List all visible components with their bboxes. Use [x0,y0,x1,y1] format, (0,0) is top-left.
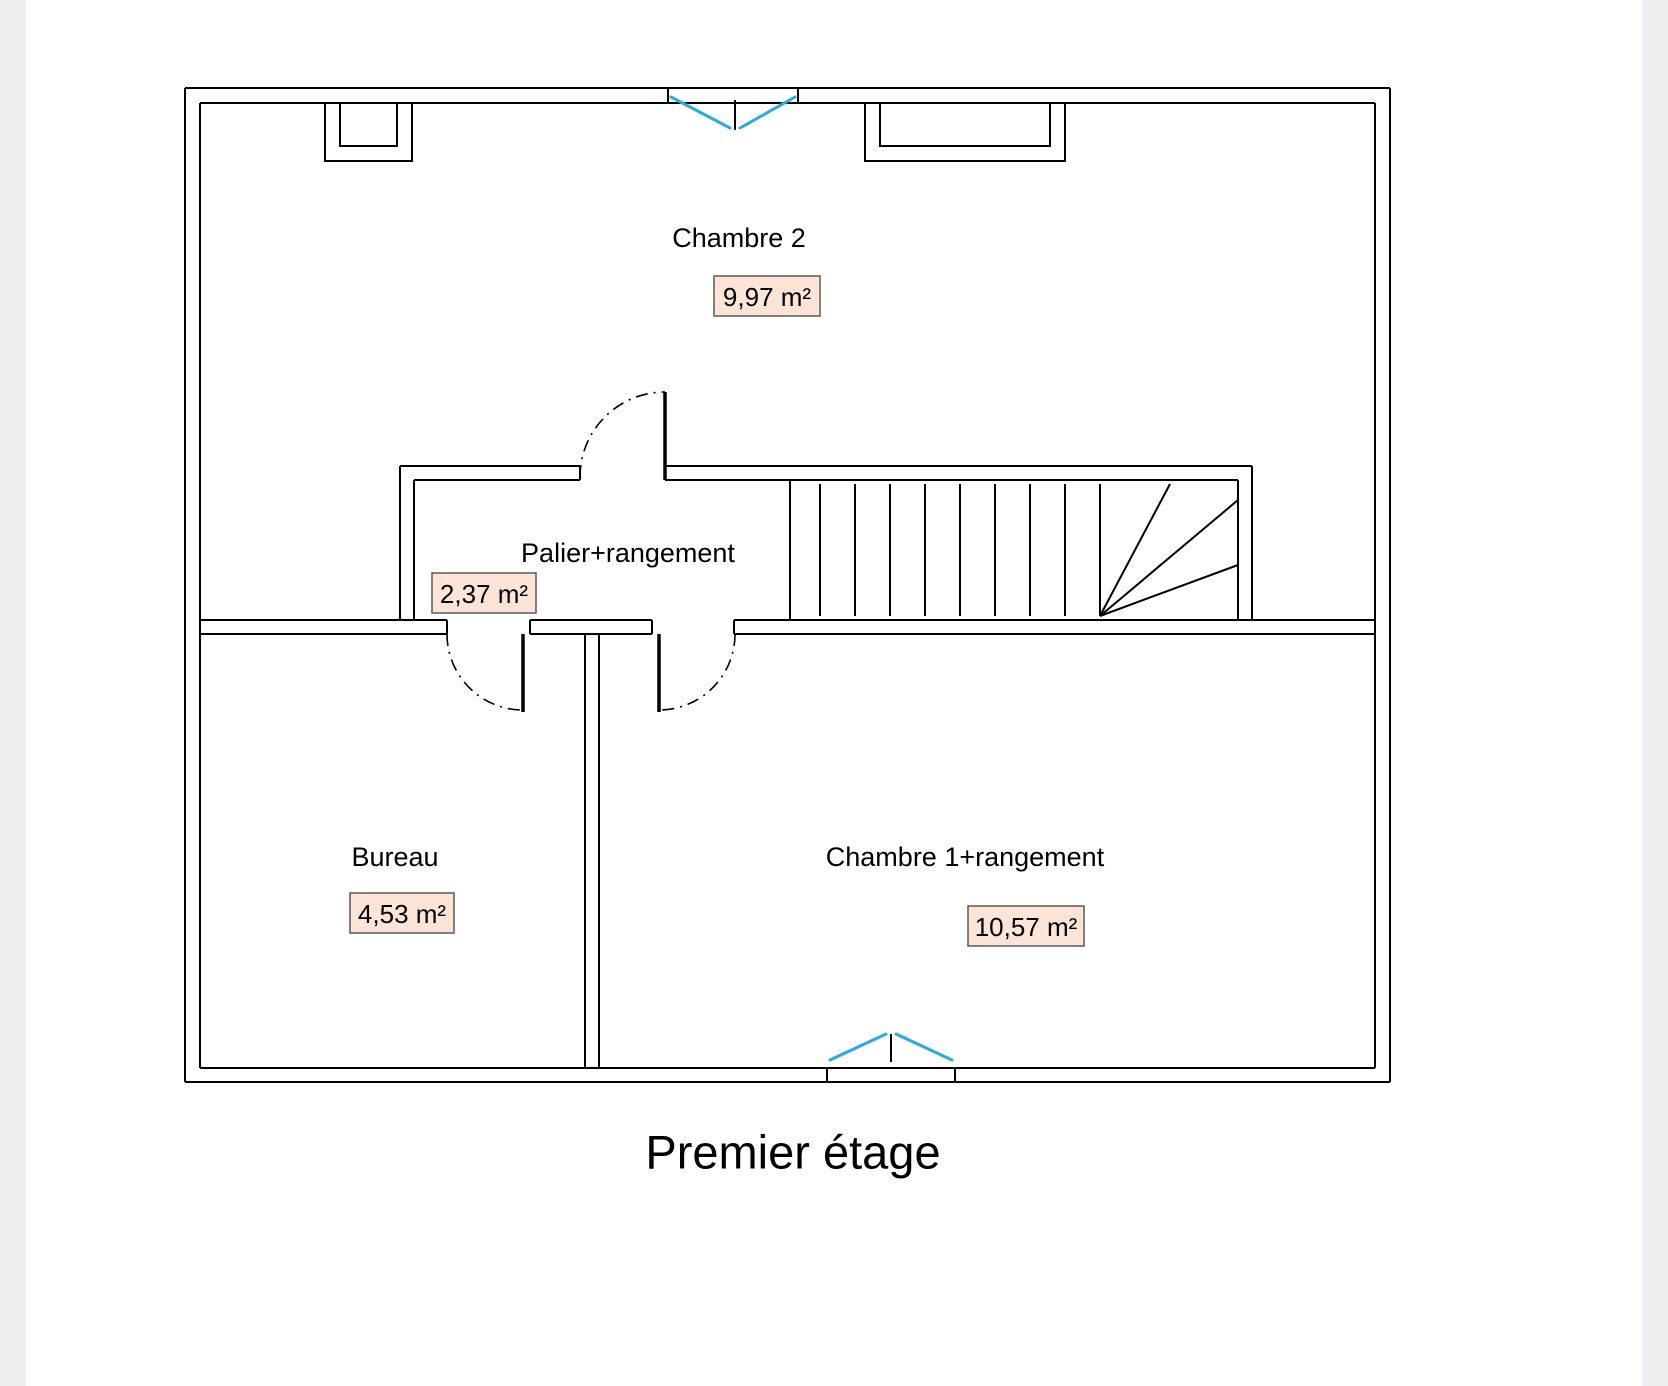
area-badge-box [713,275,821,317]
middle-separating-wall [200,619,1375,635]
left-page-margin [0,0,26,1386]
top-left-niche [324,103,413,162]
room-label-chambre-1: Chambre 1+rangement [826,842,1105,872]
stair-winders [1099,483,1239,617]
palier-walls [399,465,1253,620]
window-top-icon [669,95,797,130]
area-badge-value: 2,37 m² [440,579,528,609]
door-swing-arc [658,633,736,711]
outer-walls [184,87,1391,1083]
area-badge-value: 4,53 m² [358,899,446,929]
area-badge-value: 9,97 m² [723,282,811,312]
area-badge-box [967,905,1085,947]
area-badge-value: 10,57 m² [975,912,1078,942]
door-bureau [446,633,525,712]
bureau-chambre1-divider-wall [584,634,600,1068]
stair-treads [789,480,1101,620]
top-window-frame [667,87,799,104]
area-badge-chambre-1: 10,57 m² [967,905,1085,947]
top-right-niche [864,103,1066,162]
door-chambre1 [657,633,736,712]
door-chambre2 [579,391,667,480]
bottom-window-frame [826,1067,956,1083]
area-badge-palier: 2,37 m² [431,572,537,614]
staircase [789,480,1239,620]
window-bottom-icon [828,1032,954,1062]
area-badge-box [349,892,455,934]
area-badge-chambre-2: 9,97 m² [713,275,821,317]
area-badge-box [431,572,537,614]
plan-title: Premier étage [645,1126,940,1179]
right-page-margin [1642,0,1668,1386]
door-swing-arc [446,633,524,711]
door-swing-arc [579,391,666,478]
area-badge-bureau: 4,53 m² [349,892,455,934]
room-label-palier: Palier+rangement [521,538,735,568]
room-label-chambre-2: Chambre 2 [672,223,806,253]
room-label-bureau: Bureau [351,842,438,872]
